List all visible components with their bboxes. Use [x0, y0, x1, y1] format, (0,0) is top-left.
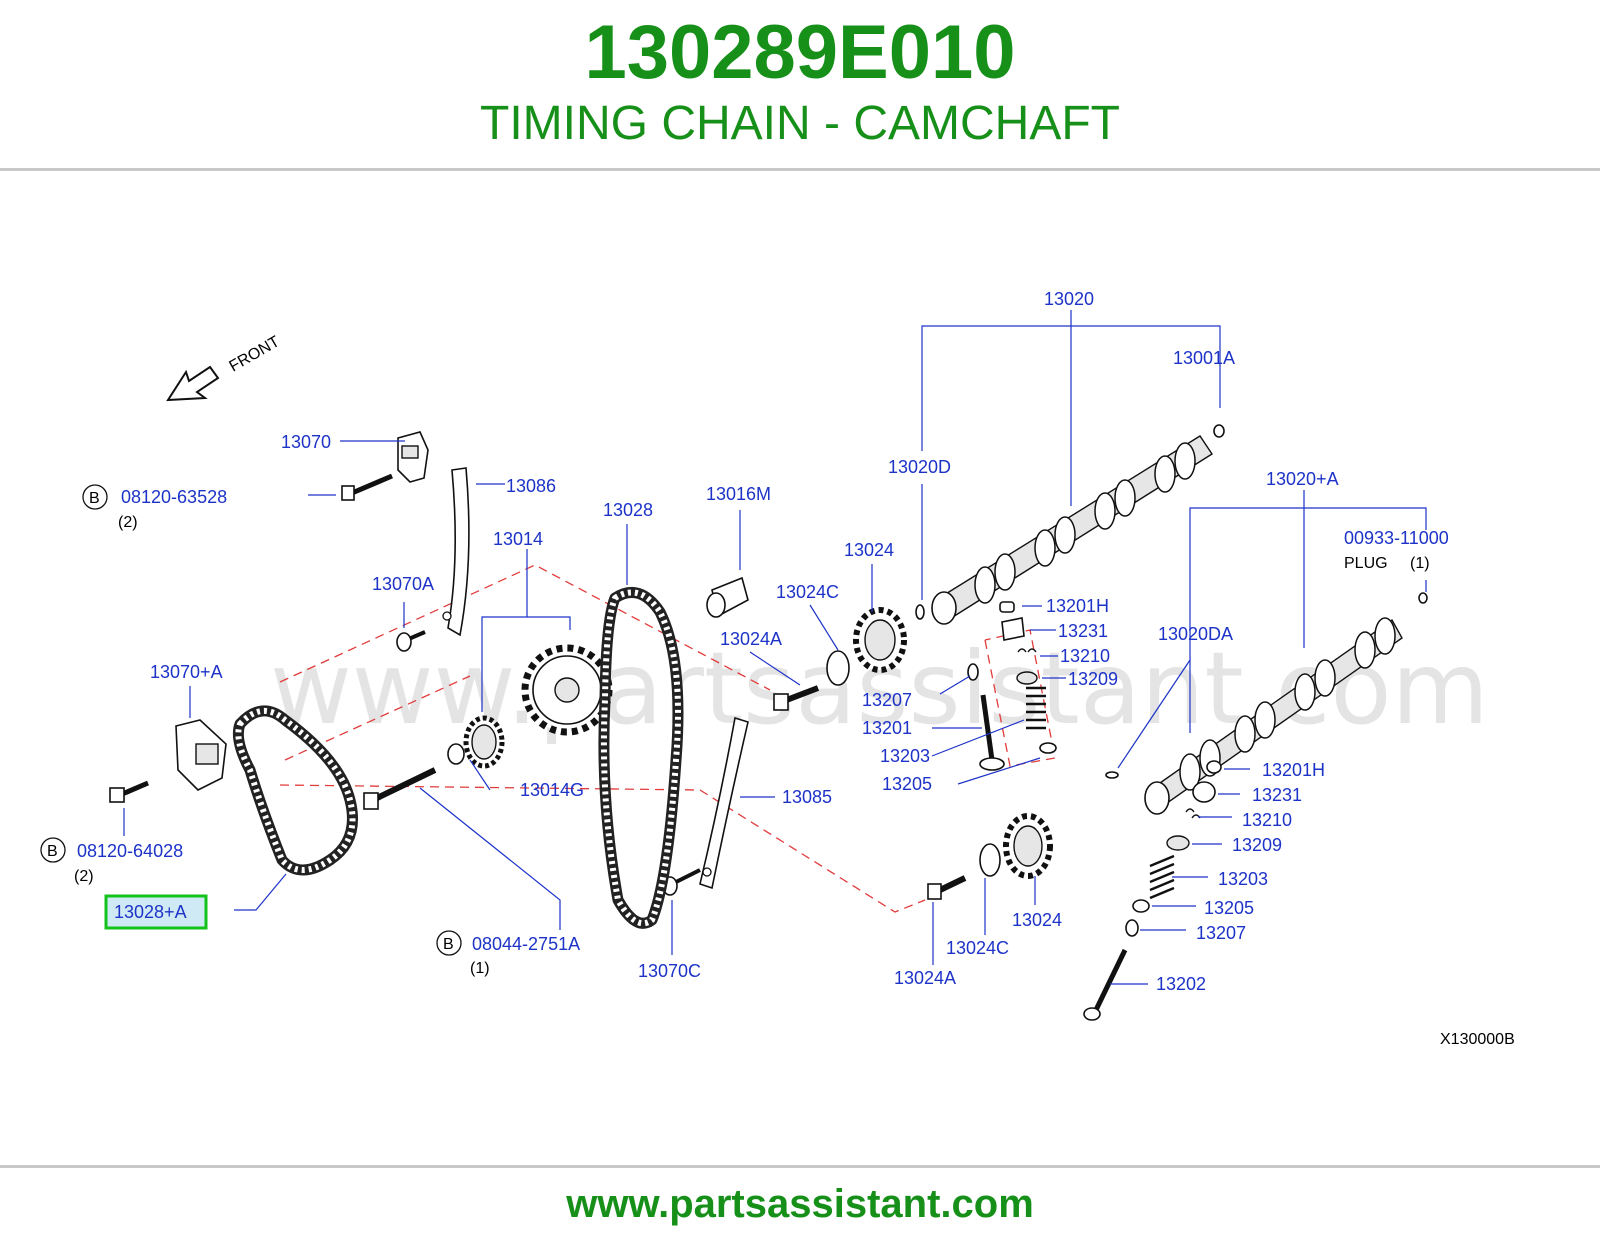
label-13207-a[interactable]: 13207	[862, 690, 912, 710]
chain-guide-13086	[442, 467, 470, 637]
label-13085[interactable]: 13085	[782, 787, 832, 807]
label-13209-a[interactable]: 13209	[1068, 669, 1118, 689]
page-header: 130289E010 TIMING CHAIN - CAMCHAFT	[0, 0, 1600, 170]
front-label: FRONT	[227, 333, 283, 375]
label-13014g[interactable]: 13014G	[520, 780, 584, 800]
label-13028[interactable]: 13028	[603, 500, 653, 520]
label-13028-plus-a[interactable]: 13028+A	[114, 902, 187, 922]
label-13202[interactable]: 13202	[1156, 974, 1206, 994]
bushing-13016m	[706, 576, 749, 618]
diagram-code: X130000B	[1440, 1031, 1515, 1048]
label-13024c-top[interactable]: 13024C	[776, 582, 839, 602]
label-13210-a[interactable]: 13210	[1060, 646, 1110, 666]
washer-13024c-bottom	[979, 843, 1001, 877]
label-13070a[interactable]: 13070A	[372, 574, 434, 594]
leader-lines	[123, 310, 1427, 985]
label-13020da[interactable]: 13020DA	[1158, 624, 1233, 644]
label-08120-64028[interactable]: 08120-64028	[77, 841, 183, 861]
chain-tensioner-13070-plus-a	[175, 719, 227, 791]
label-13020d[interactable]: 13020D	[888, 457, 951, 477]
label-13207-b[interactable]: 13207	[1196, 923, 1246, 943]
label-08120-63528[interactable]: 08120-63528	[121, 487, 227, 507]
valve-set-upper	[967, 601, 1057, 771]
part-number: 130289E010	[584, 10, 1016, 95]
parts-diagram: www.partsassistant.com FRONT	[0, 172, 1600, 1162]
label-13231-b[interactable]: 13231	[1252, 785, 1302, 805]
gear-13014g	[463, 715, 505, 769]
header-divider	[0, 168, 1600, 171]
label-08044-2751a[interactable]: 08044-2751A	[472, 934, 580, 954]
part-labels: 13020 13001A 13020D 13020+A 00933-11000 …	[74, 289, 1515, 1048]
sprocket-13014	[521, 644, 613, 736]
label-13231-a[interactable]: 13231	[1058, 621, 1108, 641]
label-13024c-bottom[interactable]: 13024C	[946, 938, 1009, 958]
bolt-marker-icon: B B B	[40, 484, 462, 956]
qty-08044-2751a: (1)	[470, 960, 490, 977]
sprocket-13024-bottom	[1003, 813, 1053, 879]
footer-url[interactable]: www.partsassistant.com	[566, 1182, 1034, 1226]
label-13209-b[interactable]: 13209	[1232, 835, 1282, 855]
washer	[447, 743, 465, 765]
chain-guide-13085	[699, 716, 749, 890]
label-13086[interactable]: 13086	[506, 476, 556, 496]
label-13201h-a[interactable]: 13201H	[1046, 596, 1109, 616]
label-13024a-top[interactable]: 13024A	[720, 629, 782, 649]
footer-divider	[0, 1165, 1600, 1168]
svg-text:B: B	[89, 490, 100, 507]
label-13070-plus-a[interactable]: 13070+A	[150, 662, 223, 682]
plug-label: PLUG	[1344, 555, 1388, 572]
sprocket-13024-top	[853, 607, 907, 673]
qty-08120-64028: (2)	[74, 868, 94, 885]
svg-text:B: B	[443, 936, 454, 953]
label-00933-11000[interactable]: 00933-11000	[1344, 528, 1449, 548]
label-13024-bottom[interactable]: 13024	[1012, 910, 1062, 930]
label-13014[interactable]: 13014	[493, 529, 543, 549]
plug-qty: (1)	[1410, 555, 1430, 572]
label-13203-b[interactable]: 13203	[1218, 869, 1268, 889]
selected-part-highlight	[104, 894, 208, 930]
label-13201[interactable]: 13201	[862, 718, 912, 738]
label-13020[interactable]: 13020	[1044, 289, 1094, 309]
valve-set-lower	[1083, 760, 1222, 1021]
label-13210-b[interactable]: 13210	[1242, 810, 1292, 830]
washer-13024c-top	[826, 650, 850, 686]
label-13205-a[interactable]: 13205	[882, 774, 932, 794]
chain-tensioner-13070	[397, 431, 429, 483]
qty-08120-63528: (2)	[118, 514, 138, 531]
label-13016m[interactable]: 13016M	[706, 484, 771, 504]
label-13201h-b[interactable]: 13201H	[1262, 760, 1325, 780]
label-13205-b[interactable]: 13205	[1204, 898, 1254, 918]
front-arrow-icon	[166, 365, 220, 402]
svg-text:B: B	[47, 843, 58, 860]
label-13024-top[interactable]: 13024	[844, 540, 894, 560]
label-13070[interactable]: 13070	[281, 432, 331, 452]
camshaft-13020	[915, 424, 1225, 625]
bolts	[109, 473, 967, 900]
timing-chain-13028	[598, 586, 684, 929]
label-13001a[interactable]: 13001A	[1173, 348, 1235, 368]
label-13203-a[interactable]: 13203	[880, 746, 930, 766]
label-13070c[interactable]: 13070C	[638, 961, 701, 981]
label-13024a-bottom[interactable]: 13024A	[894, 968, 956, 988]
page-title: TIMING CHAIN - CAMCHAFT	[480, 97, 1120, 150]
label-13020-plus-a[interactable]: 13020+A	[1266, 469, 1339, 489]
parts-diagram-svg: www.partsassistant.com FRONT	[40, 289, 1515, 1048]
timing-chain-13028-plus-a	[232, 705, 358, 876]
